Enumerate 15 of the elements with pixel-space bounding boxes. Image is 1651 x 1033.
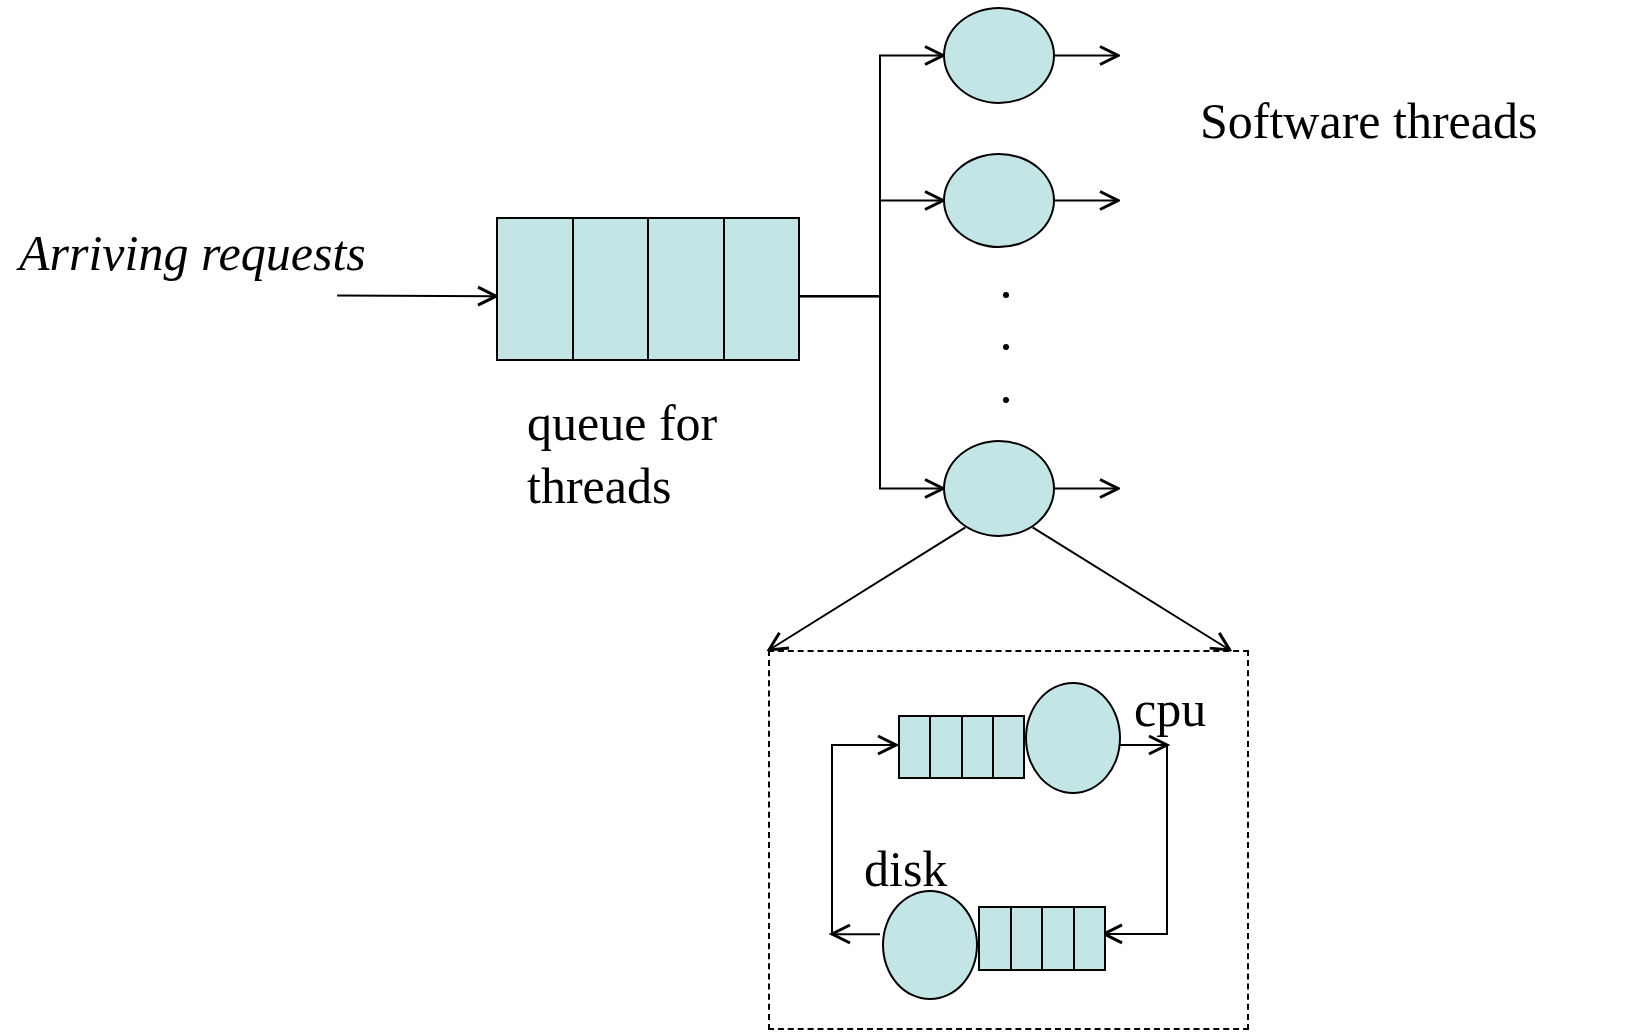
queue-box: [898, 715, 1025, 779]
arrow: [336, 285, 498, 307]
arrow: [1054, 478, 1120, 499]
arrow: [1031, 526, 1232, 652]
arrow: [799, 295, 945, 499]
arrow: [1054, 45, 1120, 66]
arrow: [1054, 190, 1120, 211]
queue-label: queue for threads: [527, 394, 719, 516]
dashed-box: [768, 650, 1249, 1030]
arrow: [767, 526, 967, 652]
group-label: Software threads: [1200, 92, 1538, 151]
arrow: [828, 734, 898, 945]
queue-box: [978, 906, 1106, 971]
server-label: disk: [864, 840, 948, 899]
server-label: cpu: [1134, 680, 1207, 739]
